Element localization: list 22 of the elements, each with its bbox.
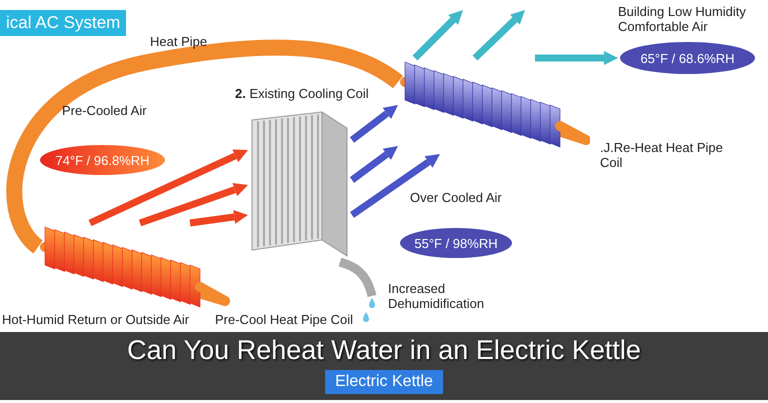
air-label: Pre-Cooled Air — [62, 103, 148, 118]
airflow-arrow — [190, 210, 248, 226]
air-label: Building Low Humidity Comfortable Air — [618, 4, 747, 34]
airflow-arrow — [472, 10, 525, 61]
headline-text: Can You Reheat Water in an Electric Kettle — [126, 334, 642, 366]
airflow-arrow — [535, 51, 618, 65]
coil-label: 2. Existing Cooling Coil — [235, 86, 370, 101]
reading-ellipse: 55°F / 98%RH — [400, 228, 512, 258]
airflow-arrow — [412, 10, 463, 60]
title-banner: ical AC System — [0, 10, 126, 36]
edge-label: Heat Pipe — [150, 34, 208, 49]
airflow-arrow — [88, 150, 248, 226]
air-label: Over Cooled Air — [410, 190, 503, 205]
coil-label: Pre-Cool Heat Pipe Coil — [215, 312, 354, 327]
reading-ellipse: 74°F / 96.8%RH — [40, 145, 165, 175]
airflow-arrow — [138, 183, 248, 226]
category-button: Electric Kettle — [325, 370, 443, 394]
airflow-arrow — [350, 154, 440, 218]
reading-ellipse: 65°F / 68.6%RH — [620, 42, 755, 74]
process-label: Increased Dehumidification — [388, 281, 486, 311]
coil-label: .J.Re-Heat Heat Pipe Coil — [600, 140, 724, 170]
inlet-label: Hot-Humid Return or Outside Air — [2, 312, 190, 327]
